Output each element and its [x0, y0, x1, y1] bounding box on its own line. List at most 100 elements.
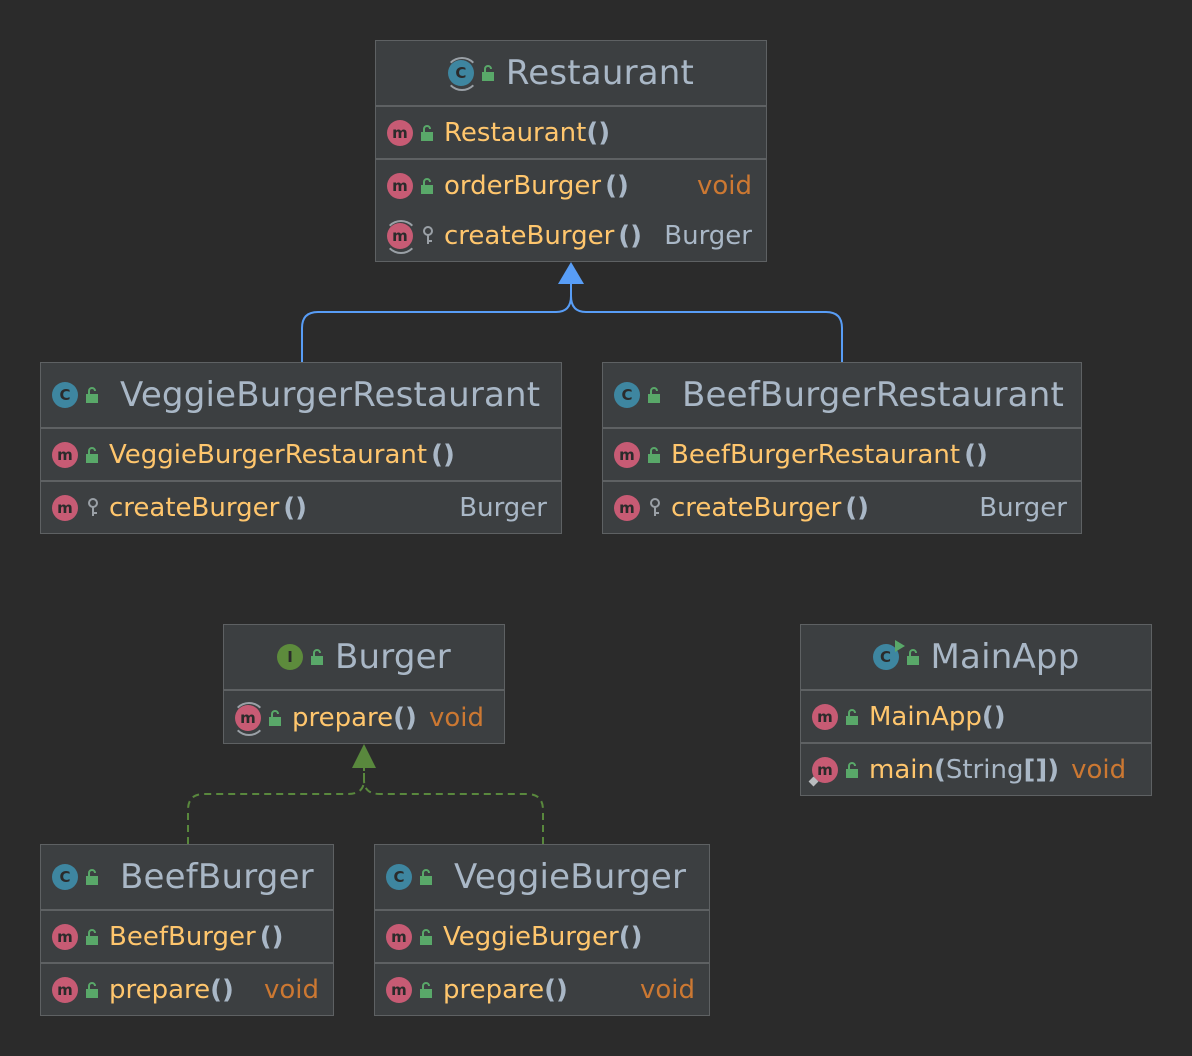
method-name: prepare	[292, 702, 394, 733]
class-name: BeefBurger	[120, 857, 314, 897]
abstract-method-icon: m	[384, 220, 418, 254]
method-params: ()	[981, 701, 1006, 732]
public-lock-icon	[481, 65, 494, 81]
public-lock-icon	[420, 981, 432, 998]
interface-icon: I	[277, 644, 304, 670]
public-lock-icon	[311, 649, 324, 665]
public-lock-icon	[86, 446, 98, 463]
class-icon: C	[386, 864, 412, 890]
method-name: VeggieBurger	[443, 921, 619, 952]
class-header: C MainApp	[801, 625, 1151, 691]
method-name: orderBurger	[444, 170, 602, 201]
method-params: ()	[605, 170, 629, 201]
interface-node-burger[interactable]: I Burger m prepare () void	[223, 624, 505, 744]
public-lock-icon	[420, 869, 432, 885]
method-params: ()	[586, 117, 611, 148]
method-row[interactable]: m createBurger () Burger	[603, 482, 1081, 533]
public-lock-icon	[648, 446, 660, 463]
public-lock-icon	[86, 387, 98, 403]
methods-section: m createBurger () Burger	[603, 482, 1081, 533]
constructor-row[interactable]: m VeggieBurger ()	[375, 911, 709, 962]
method-row[interactable]: m main (String[]) void	[801, 744, 1151, 795]
public-lock-icon	[86, 928, 98, 945]
public-lock-icon	[846, 761, 858, 778]
method-row[interactable]: m prepare () void	[375, 964, 709, 1015]
constructor-row[interactable]: m VeggieBurgerRestaurant ()	[41, 429, 561, 480]
method-name: main	[869, 754, 934, 785]
class-icon: C	[52, 864, 78, 890]
class-name: BeefBurgerRestaurant	[682, 375, 1065, 415]
constructors-section: m BeefBurgerRestaurant ()	[603, 429, 1081, 482]
constructor-row[interactable]: m MainApp ()	[801, 691, 1151, 742]
return-type: void	[263, 974, 319, 1005]
return-type: Burger	[664, 221, 752, 251]
method-name: MainApp	[869, 701, 982, 732]
class-node-beef-burger[interactable]: C BeefBurger m BeefBurger () m prepare (…	[40, 844, 334, 1016]
method-params: ()	[618, 921, 643, 952]
class-header: C Restaurant	[376, 41, 766, 107]
method-params: ()	[210, 974, 234, 1005]
methods-section: m createBurger () Burger	[41, 482, 561, 533]
return-type: void	[639, 974, 695, 1005]
method-icon: m	[812, 703, 838, 730]
public-lock-icon	[86, 869, 98, 885]
class-icon: C	[52, 382, 78, 408]
constructors-section: m VeggieBurger ()	[375, 911, 709, 964]
method-name: VeggieBurgerRestaurant	[109, 439, 428, 470]
static-method-icon: m	[812, 756, 838, 783]
methods-section: m prepare () void	[224, 691, 504, 744]
public-lock-icon	[86, 981, 98, 998]
return-type: void	[428, 702, 484, 733]
class-name: MainApp	[930, 637, 1080, 677]
return-type: Burger	[979, 492, 1067, 523]
method-icon: m	[52, 441, 78, 468]
method-icon: m	[386, 923, 412, 950]
method-row[interactable]: m orderBurger () void	[376, 160, 766, 211]
method-row[interactable]: m createBurger () Burger	[376, 211, 766, 261]
method-icon: m	[52, 923, 78, 950]
run-icon	[894, 640, 905, 652]
class-icon: C	[614, 382, 640, 408]
implements-edge-beef-burger	[187, 768, 365, 844]
method-row[interactable]: m prepare () void	[41, 964, 333, 1015]
extends-edge-veggie-restaurant	[301, 284, 572, 362]
class-name: VeggieBurger	[454, 857, 687, 897]
method-icon: m	[614, 494, 640, 521]
class-node-restaurant[interactable]: C Restaurant m Restaurant () m orderBurg…	[375, 40, 767, 262]
method-name: createBurger	[109, 492, 280, 523]
protected-key-icon	[423, 226, 433, 244]
method-params: ()	[964, 439, 988, 470]
method-name: prepare	[443, 974, 545, 1005]
method-icon: m	[386, 976, 412, 1003]
implements-edge-veggie-burger	[363, 768, 544, 844]
protected-key-icon	[650, 497, 660, 516]
class-name: Restaurant	[505, 53, 695, 93]
methods-section: m prepare () void	[375, 964, 709, 1015]
public-lock-icon	[421, 177, 433, 194]
interface-header: I Burger	[224, 625, 504, 691]
return-type: Burger	[459, 492, 547, 523]
public-lock-icon	[269, 709, 281, 726]
methods-section: m main (String[]) void	[801, 744, 1151, 795]
class-node-veggie-burger[interactable]: C VeggieBurger m VeggieBurger () m prepa…	[374, 844, 710, 1016]
return-type: void	[1071, 754, 1127, 785]
abstract-class-icon: C	[444, 57, 479, 91]
constructor-row[interactable]: m BeefBurgerRestaurant ()	[603, 429, 1081, 480]
method-name: Restaurant	[444, 117, 587, 148]
constructor-row[interactable]: m BeefBurger ()	[41, 911, 333, 962]
class-header: C VeggieBurger	[375, 845, 709, 911]
method-params: ()	[393, 702, 417, 733]
method-row[interactable]: m prepare () void	[224, 691, 504, 744]
runnable-class-icon: C	[872, 640, 905, 670]
class-node-veggie-burger-restaurant[interactable]: C VeggieBurgerRestaurant m VeggieBurgerR…	[40, 362, 562, 534]
constructor-row[interactable]: m Restaurant ()	[376, 107, 766, 158]
public-lock-icon	[421, 124, 433, 141]
constructors-section: m BeefBurger ()	[41, 911, 333, 964]
class-node-main-app[interactable]: C MainApp m MainApp () m main (String[])…	[800, 624, 1152, 796]
class-header: C BeefBurgerRestaurant	[603, 363, 1081, 429]
method-icon: m	[52, 494, 78, 521]
class-header: C BeefBurger	[41, 845, 333, 911]
class-node-beef-burger-restaurant[interactable]: C BeefBurgerRestaurant m BeefBurgerResta…	[602, 362, 1082, 534]
method-row[interactable]: m createBurger () Burger	[41, 482, 561, 533]
